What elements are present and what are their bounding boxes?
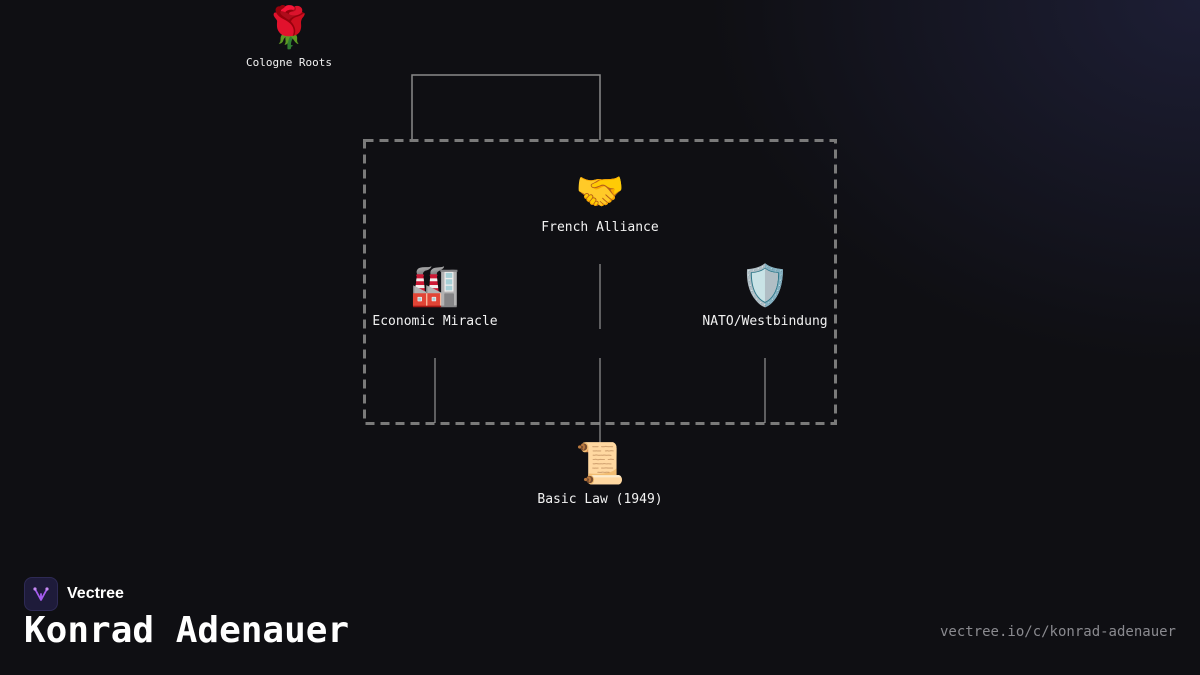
node-label: NATO/Westbindung bbox=[702, 314, 828, 329]
node-cologne-roots[interactable]: 🌹 Cologne Roots bbox=[246, 8, 332, 69]
factory-icon: 🏭 bbox=[410, 263, 460, 309]
brand-name: Vectree bbox=[67, 585, 124, 602]
vectree-logo-icon bbox=[24, 577, 58, 611]
scroll-icon: 📜 bbox=[575, 441, 625, 487]
node-nato-westbindung[interactable]: 🛡️ NATO/Westbindung bbox=[702, 266, 827, 329]
node-label: French Alliance bbox=[541, 220, 659, 235]
node-label: Economic Miracle bbox=[372, 314, 498, 329]
node-label: Basic Law (1949) bbox=[537, 492, 663, 507]
page-title: Konrad Adenauer bbox=[24, 610, 350, 651]
handshake-icon: 🤝 bbox=[575, 169, 625, 215]
shield-icon: 🛡️ bbox=[740, 263, 790, 309]
group-dashed-box bbox=[363, 139, 837, 425]
node-french-alliance[interactable]: 🤝 French Alliance bbox=[541, 172, 658, 235]
node-label: Cologne Roots bbox=[245, 56, 333, 69]
node-basic-law[interactable]: 📜 Basic Law (1949) bbox=[537, 444, 662, 507]
node-economic-miracle[interactable]: 🏭 Economic Miracle bbox=[372, 266, 497, 329]
connector-cologne-french bbox=[411, 74, 601, 140]
brand: Vectree bbox=[24, 577, 124, 611]
page-url[interactable]: vectree.io/c/konrad-adenauer bbox=[939, 624, 1176, 640]
rose-icon: 🌹 bbox=[264, 5, 314, 51]
